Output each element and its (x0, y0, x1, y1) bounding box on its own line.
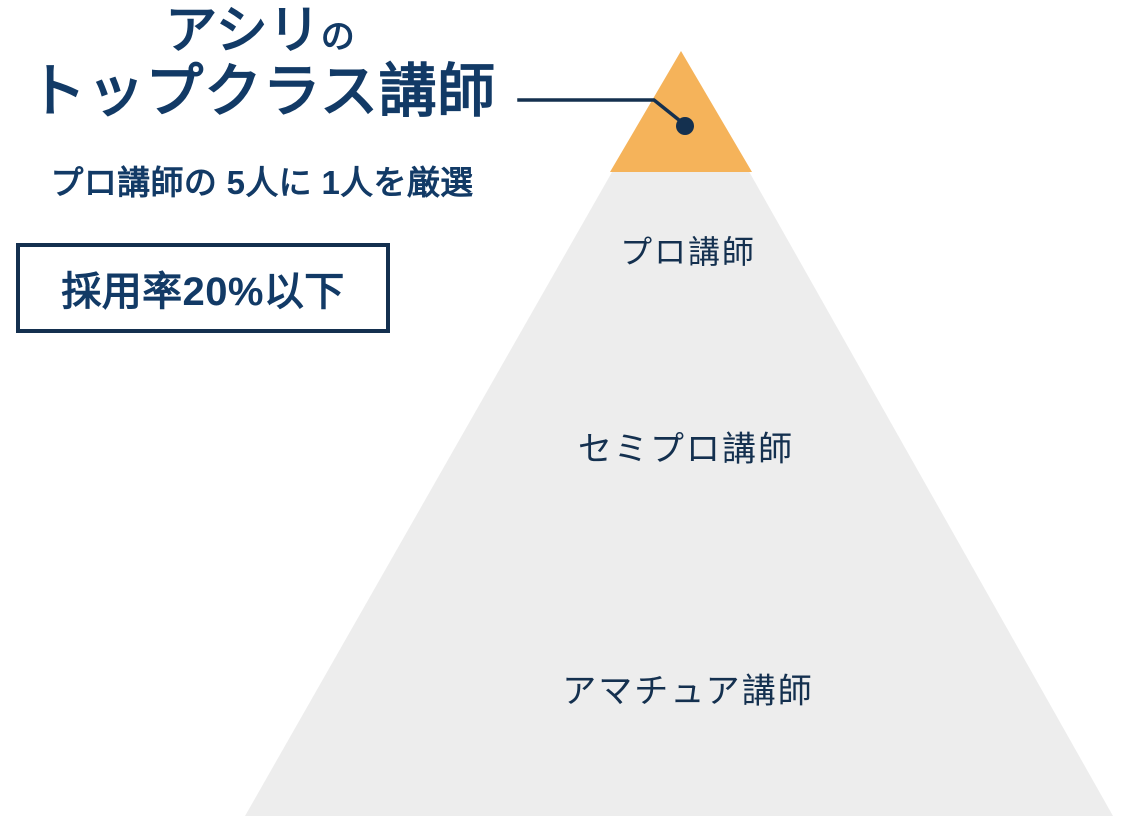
tier-label-semipro: セミプロ講師 (577, 431, 795, 469)
leader-line (517, 98, 687, 127)
heading-block: アシリの トップクラス講師 プロ講師の 5人に 1人を厳選 採用率20%以下 (0, 0, 540, 345)
leader-dot-icon (676, 117, 694, 135)
rate-badge-label: 採用率20%以下 (61, 270, 345, 314)
tier-label-pro: プロ講師 (620, 234, 756, 270)
heading-brand: アシリ (165, 2, 321, 60)
tier-label-amateur: アマチュア講師 (562, 673, 814, 711)
heading-particle: の (320, 18, 355, 56)
heading-subtitle: プロ講師の 5人に 1人を厳選 (50, 164, 474, 201)
heading-line-primary: アシリの (0, 4, 520, 59)
heading-line-secondary: トップクラス講師 (28, 59, 496, 124)
rate-badge-box: 採用率20%以下 (16, 243, 390, 333)
pyramid-tip-shape (610, 51, 752, 172)
pyramid-body-shape (245, 51, 1113, 816)
